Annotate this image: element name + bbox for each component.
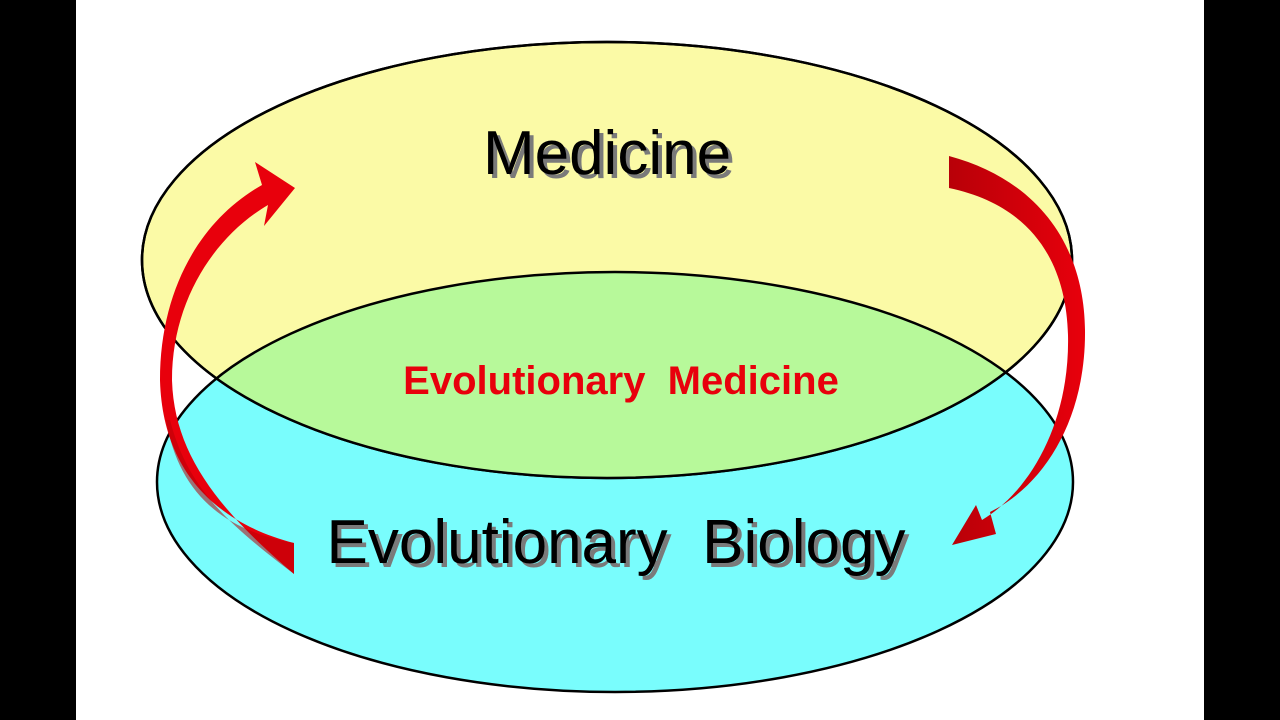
evolutionary-biology-label: Evolutionary Biology bbox=[327, 508, 906, 577]
evolutionary-medicine-label: Evolutionary Medicine bbox=[403, 359, 839, 403]
arrow-biology-to-medicine bbox=[160, 162, 295, 574]
medicine-label-shadow: Medicine bbox=[487, 123, 735, 192]
overlap-region bbox=[155, 270, 1072, 478]
medicine-label: Medicine bbox=[483, 119, 731, 188]
arrow-medicine-to-biology bbox=[949, 156, 1086, 545]
evolutionary-biology-label-shadow: Evolutionary Biology bbox=[331, 512, 910, 581]
